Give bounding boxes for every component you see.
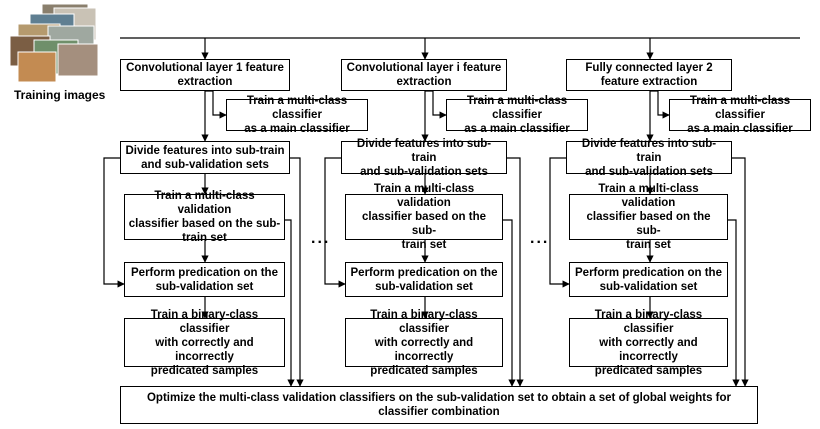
arrow-validation-to-optimize-2 (503, 219, 516, 387)
arrow-to-main-classifier-2 (425, 90, 447, 119)
binary-classifier-box-3: Train a binary-class classifier with cor… (569, 309, 728, 377)
arrow-divide-to-predict-side-1 (103, 157, 125, 288)
thumbnail-image (17, 51, 57, 83)
binary-classifier-box-2: Train a binary-class classifier with cor… (345, 309, 503, 377)
feature-extraction-box-2: Convolutional layer i feature extraction (341, 59, 507, 91)
predication-box-2: Perform predication on the sub-validatio… (345, 262, 503, 297)
main-classifier-box-3: Train a multi-class classifier as a main… (669, 95, 811, 135)
optimize-box: Optimize the multi-class validation clas… (120, 386, 758, 424)
main-classifier-box-1: Train a multi-class classifier as a main… (226, 95, 368, 135)
arrow-to-main-classifier-1 (205, 90, 227, 119)
arrow-validation-to-optimize-1 (285, 219, 295, 387)
arrow-divide-to-predict-side-2 (324, 157, 346, 288)
thumbnail-image (57, 43, 99, 77)
validation-classifier-box-2: Train a multi-class validation classifie… (345, 183, 503, 251)
validation-classifier-box-1: Train a multi-class validation classifie… (124, 190, 285, 244)
training-images-label: Training images (14, 88, 106, 102)
binary-classifier-box-1: Train a binary-class classifier with cor… (124, 309, 285, 377)
arrow-divide-to-optimize-3 (732, 157, 749, 387)
arrow-divide-to-predict-side-3 (549, 157, 570, 288)
validation-classifier-box-3: Train a multi-class validation classifie… (569, 183, 728, 251)
ellipsis-2: ... (530, 230, 550, 247)
divide-features-box-3: Divide features into sub-train and sub-v… (566, 138, 732, 178)
divide-features-box-2: Divide features into sub-train and sub-v… (341, 138, 507, 178)
feature-extraction-box-3: Fully connected layer 2 feature extracti… (566, 59, 732, 91)
main-classifier-box-2: Train a multi-class classifier as a main… (446, 95, 588, 135)
arrow-divide-to-optimize-1 (290, 157, 304, 387)
arrow-validation-to-optimize-3 (728, 219, 740, 387)
predication-box-3: Perform predication on the sub-validatio… (569, 262, 728, 297)
feature-extraction-box-1: Convolutional layer 1 feature extraction (120, 59, 290, 91)
divide-features-box-1: Divide features into sub-train and sub-v… (120, 141, 290, 174)
predication-box-1: Perform predication on the sub-validatio… (124, 262, 285, 297)
arrow-to-main-classifier-3 (650, 90, 670, 119)
arrow-divide-to-optimize-2 (507, 157, 524, 387)
ellipsis-1: ... (311, 230, 331, 247)
training-images-thumbnails (9, 3, 99, 83)
